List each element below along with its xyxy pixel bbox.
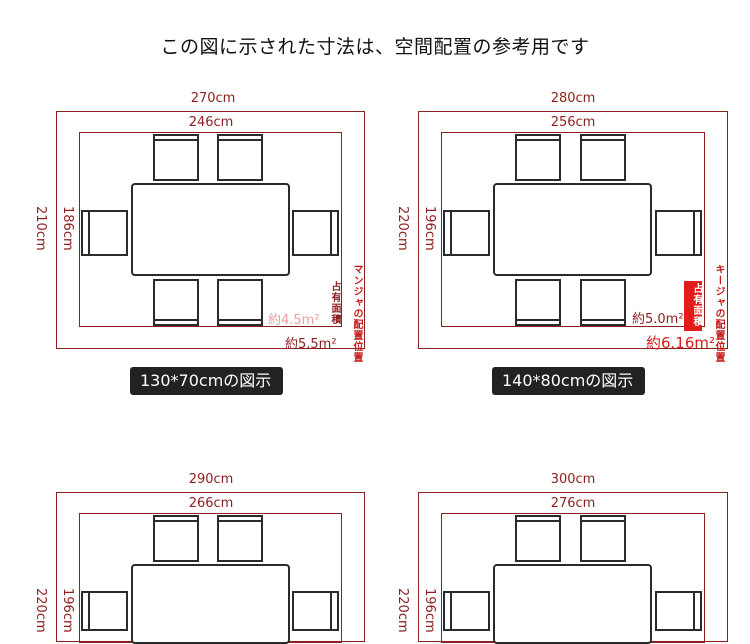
- chair-bottom-right: [217, 279, 263, 326]
- inner-height-label: 186cm: [60, 206, 75, 251]
- chair-left: [81, 210, 128, 256]
- outer-height-label: 220cm: [33, 588, 48, 633]
- outer-width-label: 300cm: [550, 472, 596, 487]
- chair-left: [443, 210, 490, 256]
- chair-top-right: [217, 515, 263, 562]
- chair-left: [443, 591, 490, 631]
- outer-space-rect: [418, 111, 728, 349]
- inner-space-rect: [441, 132, 705, 327]
- chair-right: [292, 210, 339, 256]
- outer-width-label: 280cm: [550, 91, 596, 106]
- inner-width-label: 266cm: [188, 496, 234, 511]
- inner-width-label: 246cm: [188, 115, 234, 130]
- size-caption: 140*80cmの図示: [492, 367, 645, 395]
- chair-bottom-left: [515, 279, 561, 326]
- chair-right: [655, 210, 702, 256]
- chair-right: [655, 591, 702, 631]
- dining-table: [493, 183, 652, 276]
- outer-width-label: 270cm: [190, 91, 236, 106]
- mahjong-placement-tag: マンジャの配置位置: [351, 264, 362, 363]
- chair-top-right: [580, 515, 626, 562]
- dining-table: [131, 564, 290, 644]
- area-inner-label: 約5.0m²: [632, 312, 684, 327]
- dining-table: [493, 564, 652, 644]
- dining-table: [131, 183, 290, 276]
- chair-bottom-right: [580, 279, 626, 326]
- mahjong-placement-tag: キージャの配置位置: [713, 264, 724, 363]
- inner-height-label: 196cm: [422, 588, 437, 633]
- area-outer-label: 約5.5m²: [285, 337, 337, 352]
- inner-width-label: 256cm: [550, 115, 596, 130]
- outer-height-label: 220cm: [395, 206, 410, 251]
- inner-width-label: 276cm: [550, 496, 596, 511]
- chair-bottom-left: [153, 279, 199, 326]
- area-outer-label: 約6.16m²: [646, 334, 716, 352]
- inner-space-rect: [79, 132, 342, 327]
- page-title: この図に示された寸法は、空間配置の参考用です: [160, 36, 590, 58]
- outer-height-label: 210cm: [33, 206, 48, 251]
- size-caption: 130*70cmの図示: [130, 367, 283, 395]
- chair-left: [81, 591, 128, 631]
- area-inner-label: 約4.5m²: [268, 313, 320, 328]
- chair-right: [292, 591, 339, 631]
- chair-top-left: [515, 134, 561, 181]
- highlight-block: [684, 281, 702, 331]
- outer-space-rect: [56, 111, 365, 349]
- occupancy-area-tag: 占有面積: [329, 281, 340, 325]
- chair-top-right: [217, 134, 263, 181]
- inner-height-label: 196cm: [422, 206, 437, 251]
- chair-top-left: [153, 134, 199, 181]
- chair-top-left: [153, 515, 199, 562]
- outer-width-label: 290cm: [188, 472, 234, 487]
- chair-top-left: [515, 515, 561, 562]
- outer-height-label: 220cm: [395, 588, 410, 633]
- chair-top-right: [580, 134, 626, 181]
- inner-height-label: 196cm: [60, 588, 75, 633]
- occupancy-area-tag: 占有面積: [691, 283, 702, 327]
